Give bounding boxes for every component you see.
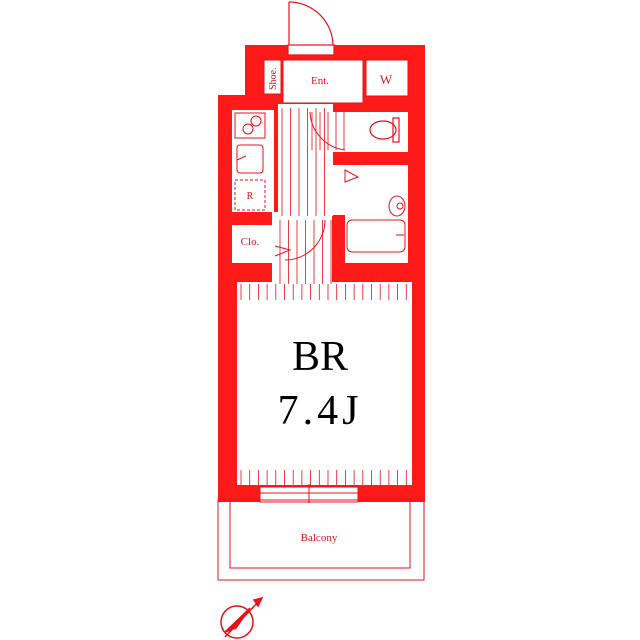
washer-space — [365, 59, 409, 97]
balcony-window — [259, 484, 359, 503]
room-size-label: 7.4J — [278, 388, 363, 434]
closet-label: Clo. — [241, 236, 260, 248]
entrance-label: Ent. — [311, 75, 329, 87]
entrance-door — [287, 1, 335, 56]
washroom-step — [333, 165, 347, 215]
toilet-room — [300, 112, 408, 152]
balcony-label: Balcony — [301, 532, 338, 544]
entrance-area — [282, 59, 364, 104]
flooring-lines: (function(){ const g=document.currentScr… — [240, 108, 407, 485]
stove-icon — [234, 112, 266, 139]
toilet-door — [309, 111, 346, 151]
balcony — [217, 499, 425, 581]
washer-label: W — [380, 72, 393, 87]
shoe-cabinet — [263, 59, 282, 95]
north-compass-icon — [220, 596, 264, 639]
washroom — [345, 165, 408, 263]
washroom-door-icon — [344, 169, 360, 183]
shoe-label: Shoe. — [268, 68, 279, 91]
closet — [232, 225, 272, 263]
bedroom — [237, 282, 412, 485]
refrigerator-space — [234, 179, 266, 211]
kitchen-sink-icon — [236, 144, 264, 174]
sink-icon — [388, 195, 406, 217]
closet-door — [274, 219, 326, 261]
toilet-icon — [369, 117, 400, 143]
bathtub-icon — [346, 219, 406, 253]
refrigerator-label: R — [247, 191, 254, 202]
room-type-label: BR — [292, 334, 348, 380]
